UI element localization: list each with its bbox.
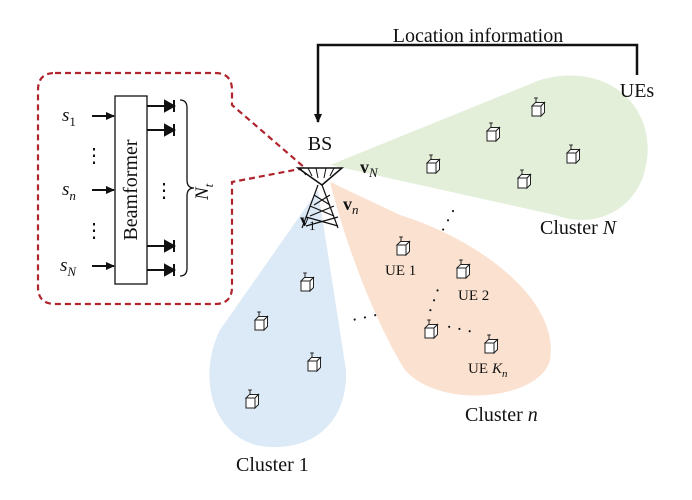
beamformer-inputs: s1 ⋮ sn ⋮ sN: [60, 105, 115, 279]
antenna-array: [147, 99, 177, 277]
bs-label: BS: [308, 133, 332, 155]
antenna-brace: [179, 99, 195, 277]
beamformer-callout: [36, 71, 308, 306]
beamformer-block: Beamformer: [114, 95, 148, 285]
cluster-N-coverage: [330, 75, 648, 220]
input-sN-label: sN: [60, 255, 77, 279]
input-s1-label: s1: [62, 105, 76, 129]
base-station-tower: [295, 167, 345, 229]
beam-vN-label: vN: [360, 157, 379, 180]
input-dots-2: ⋮: [84, 220, 104, 242]
ellipsis-clusters-1-n: · · ·: [350, 305, 381, 330]
input-sn-label: sn: [62, 179, 76, 203]
ues-label: UEs: [620, 80, 655, 102]
location-feedback-arrow: [314, 43, 639, 123]
beam-vn-label: vn: [343, 194, 359, 217]
beam-v1-label: v1: [300, 210, 316, 233]
antenna-dots: ⋮: [154, 180, 174, 202]
cluster-1-coverage: [209, 190, 347, 448]
input-dots-1: ⋮: [84, 145, 104, 167]
location-information-label: Location information: [393, 25, 564, 47]
ue-1-label: UE 1: [385, 263, 416, 279]
beamformer-label: Beamformer: [120, 139, 142, 240]
ue-2-label: UE 2: [458, 288, 489, 304]
nt-label: Nt: [192, 183, 216, 201]
